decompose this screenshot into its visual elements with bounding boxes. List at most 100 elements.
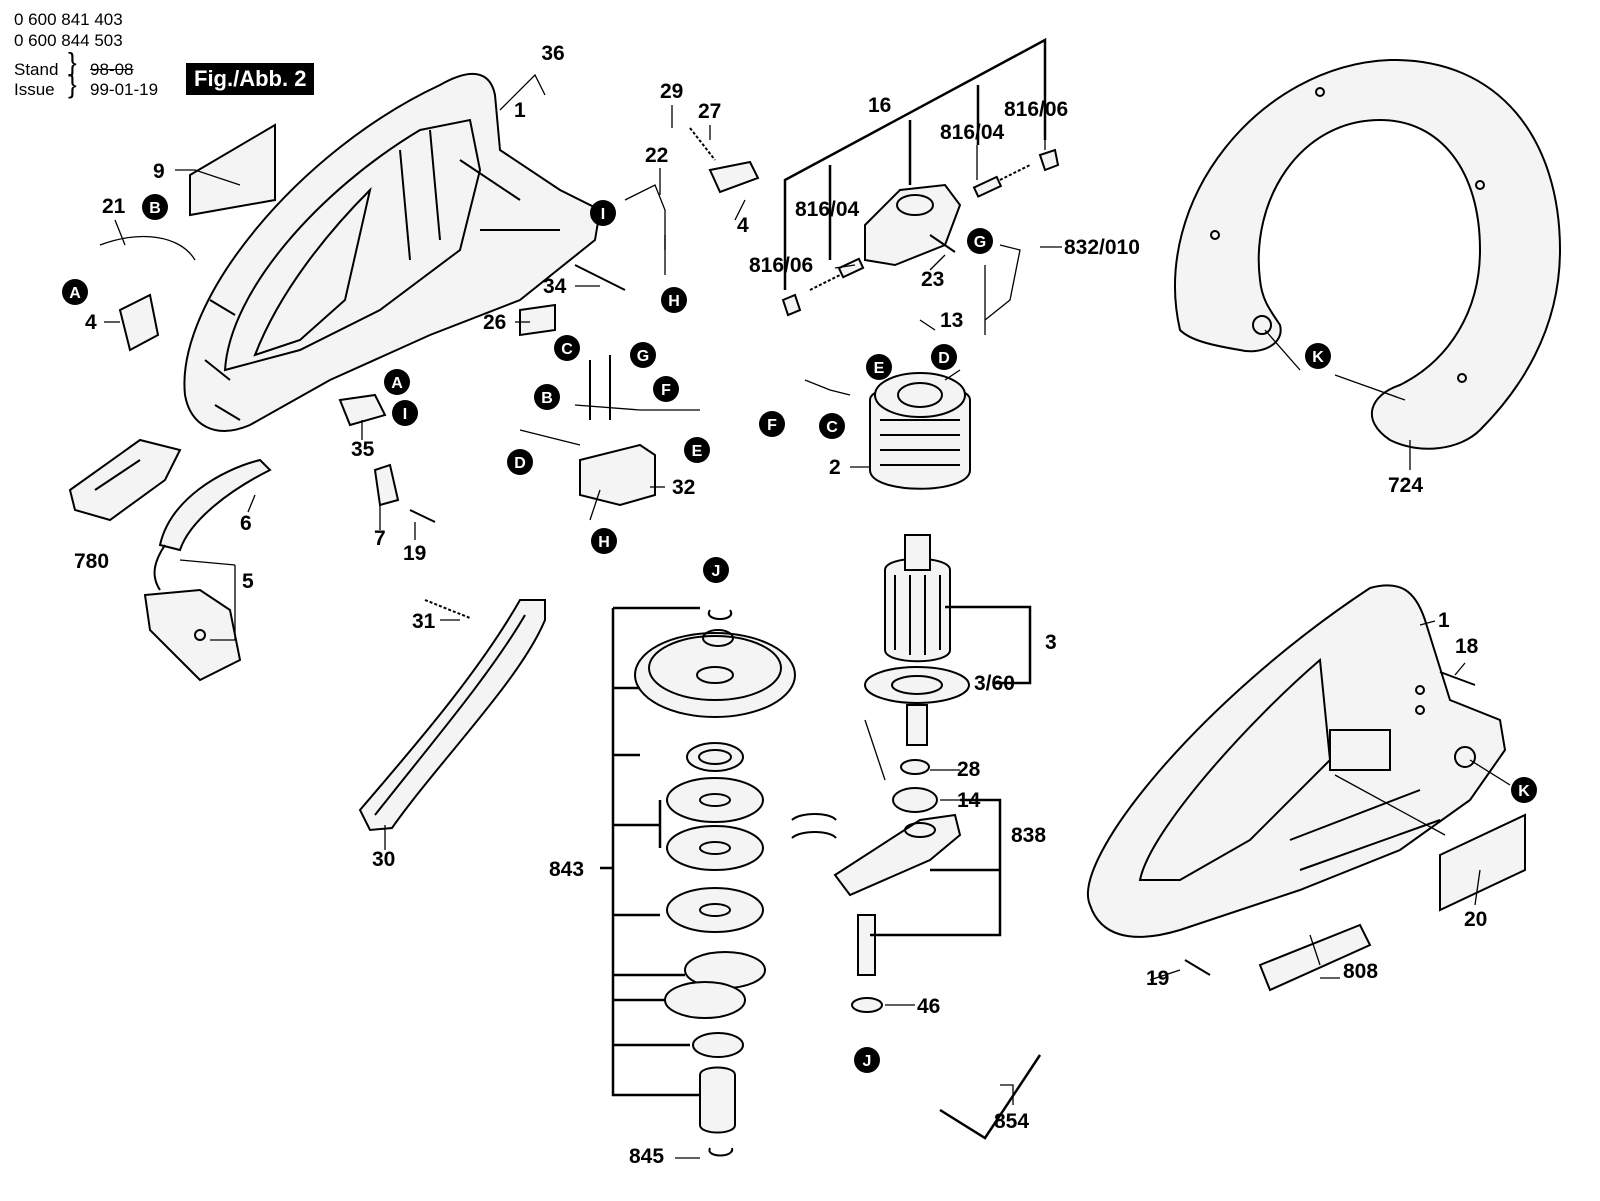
svg-text:H: H <box>668 293 680 310</box>
svg-text:F: F <box>767 417 777 434</box>
svg-text:K: K <box>1312 349 1324 366</box>
marker-k-handle: K <box>1305 343 1331 369</box>
marker-h-top: H <box>661 287 687 313</box>
cable-clamp <box>68 438 182 522</box>
svg-text:J: J <box>712 563 721 580</box>
marker-i-top: I <box>590 200 616 226</box>
marker-f-switch: F <box>653 376 679 402</box>
marker-c-switch: C <box>554 335 580 361</box>
marker-h-switch: H <box>591 528 617 554</box>
svg-text:E: E <box>692 443 703 460</box>
marker-d-motor: D <box>931 344 957 370</box>
label-20: 20 <box>1464 908 1487 931</box>
label-832-010: 832/010 <box>1064 236 1140 259</box>
marker-e-motor: E <box>866 354 892 380</box>
brace-issue: } <box>68 69 77 99</box>
marker-d-switch: D <box>507 449 533 475</box>
svg-text:B: B <box>149 200 161 217</box>
label-4-right: 4 <box>737 214 749 237</box>
marker-a-mid: A <box>384 369 410 395</box>
svg-text:G: G <box>637 348 649 365</box>
marker-a-left: A <box>62 279 88 305</box>
marker-i-mid: I <box>392 400 418 426</box>
armature <box>864 534 970 746</box>
label-843: 843 <box>549 858 584 881</box>
handle-bow <box>1174 58 1562 450</box>
marker-j-bottom: J <box>854 1047 880 1073</box>
label-845: 845 <box>629 1145 664 1168</box>
svg-text:H: H <box>598 534 610 551</box>
label-21: 21 <box>102 195 126 218</box>
brace-stand: } <box>68 47 77 77</box>
label-6: 6 <box>240 512 252 535</box>
svg-text:A: A <box>391 375 403 392</box>
connector-markers: B A I H C G A I B F E D H G E D F C J J … <box>62 194 1537 1073</box>
label-36: 36 <box>541 42 564 65</box>
brush-holder <box>864 183 962 267</box>
marker-j-top: J <box>703 557 729 583</box>
screws <box>118 127 1476 976</box>
guide-rail <box>358 599 546 832</box>
label-1-left: 1 <box>514 99 526 122</box>
label-26: 26 <box>483 311 506 334</box>
svg-text:J: J <box>863 1053 872 1070</box>
svg-text:I: I <box>403 406 407 423</box>
crank-lever <box>833 759 962 1013</box>
issue-label: Issue <box>14 80 55 99</box>
marker-e-switch: E <box>684 437 710 463</box>
label-816-06-top: 816/06 <box>1004 98 1068 121</box>
svg-text:K: K <box>1518 783 1530 800</box>
marker-b-switch: B <box>534 384 560 410</box>
label-3: 3 <box>1045 631 1057 654</box>
power-cord <box>143 458 272 682</box>
label-22: 22 <box>645 144 668 167</box>
label-32: 32 <box>672 476 695 499</box>
label-19-left: 19 <box>403 542 426 565</box>
label-27: 27 <box>698 100 721 123</box>
label-816-04-top: 816/04 <box>940 121 1005 144</box>
marker-b-top: B <box>142 194 168 220</box>
label-31: 31 <box>412 610 436 633</box>
label-816-06-left: 816/06 <box>749 254 813 277</box>
issue-date: 99-01-19 <box>90 80 159 99</box>
terminal-block <box>338 393 387 427</box>
label-724: 724 <box>1388 474 1423 497</box>
marker-c-motor: C <box>819 413 845 439</box>
marker-f-motor: F <box>759 411 785 437</box>
label-780: 780 <box>74 550 109 573</box>
brushes-and-springs <box>781 148 1060 317</box>
label-838: 838 <box>1011 824 1046 847</box>
svg-text:D: D <box>938 350 950 367</box>
label-34: 34 <box>543 275 567 298</box>
cable-clip <box>373 463 400 507</box>
label-30: 30 <box>372 848 395 871</box>
label-13: 13 <box>940 309 963 332</box>
label-854: 854 <box>994 1110 1029 1133</box>
label-19-right: 19 <box>1146 967 1169 990</box>
part-number-2: 0 600 844 503 <box>14 31 123 50</box>
wires <box>99 184 1021 521</box>
label-28: 28 <box>957 758 981 781</box>
svg-text:I: I <box>601 206 605 223</box>
stand-label: Stand <box>14 60 59 79</box>
motor-field <box>869 372 971 490</box>
label-46: 46 <box>917 995 940 1018</box>
label-29: 29 <box>660 80 683 103</box>
svg-text:E: E <box>874 360 885 377</box>
label-9: 9 <box>153 160 165 183</box>
label-14: 14 <box>957 789 981 812</box>
label-808: 808 <box>1343 960 1378 983</box>
label-18: 18 <box>1455 635 1479 658</box>
label-35: 35 <box>351 438 375 461</box>
washers-stack <box>664 742 766 1157</box>
svg-text:D: D <box>514 455 526 472</box>
label-7: 7 <box>374 527 386 550</box>
marker-g-switch: G <box>630 342 656 368</box>
svg-text:C: C <box>826 419 838 436</box>
label-23: 23 <box>921 268 944 291</box>
svg-text:G: G <box>974 234 986 251</box>
switch <box>579 355 656 507</box>
retaining-clips <box>707 609 837 839</box>
label-plates <box>189 123 1526 992</box>
